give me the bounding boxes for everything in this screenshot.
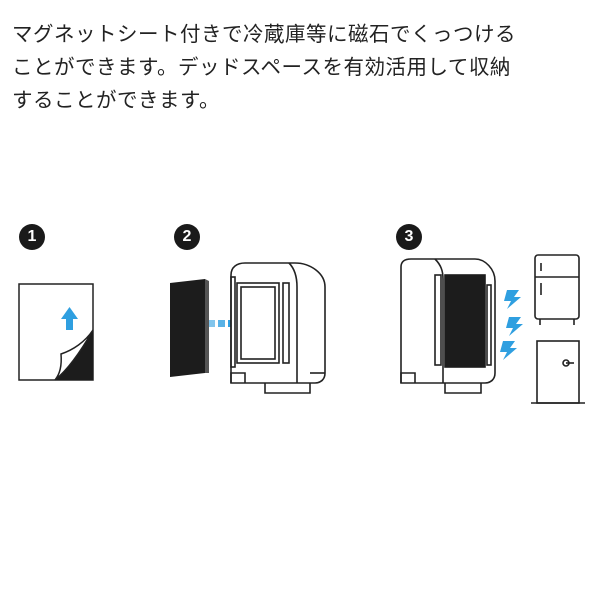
magnet-sheet-panel-icon: [170, 279, 209, 377]
description-line-1: マグネットシート付きで冷蔵庫等に磁石でくっつける: [12, 22, 516, 46]
refrigerator-icon: [534, 254, 580, 325]
step-3-illustration: [400, 254, 585, 404]
door-icon: [531, 340, 585, 404]
description-text: マグネットシート付きで冷蔵庫等に磁石でくっつける ことができます。デッドスペース…: [12, 18, 592, 117]
magnetic-sheet-icon: [18, 283, 94, 381]
step-2-badge: 2: [174, 224, 200, 250]
device-unit-icon: [230, 262, 326, 394]
description-line-2: ことができます。デッドスペースを有効活用して収納: [12, 55, 511, 79]
description-line-3: することができます。: [12, 88, 220, 112]
step-3-badge: 3: [396, 224, 422, 250]
lightning-icon: [500, 290, 523, 360]
step-2-illustration: [170, 262, 326, 394]
device-with-magnet-icon: [400, 258, 496, 394]
step-1-badge: 1: [19, 224, 45, 250]
peel-up-arrow-icon: [61, 307, 78, 330]
